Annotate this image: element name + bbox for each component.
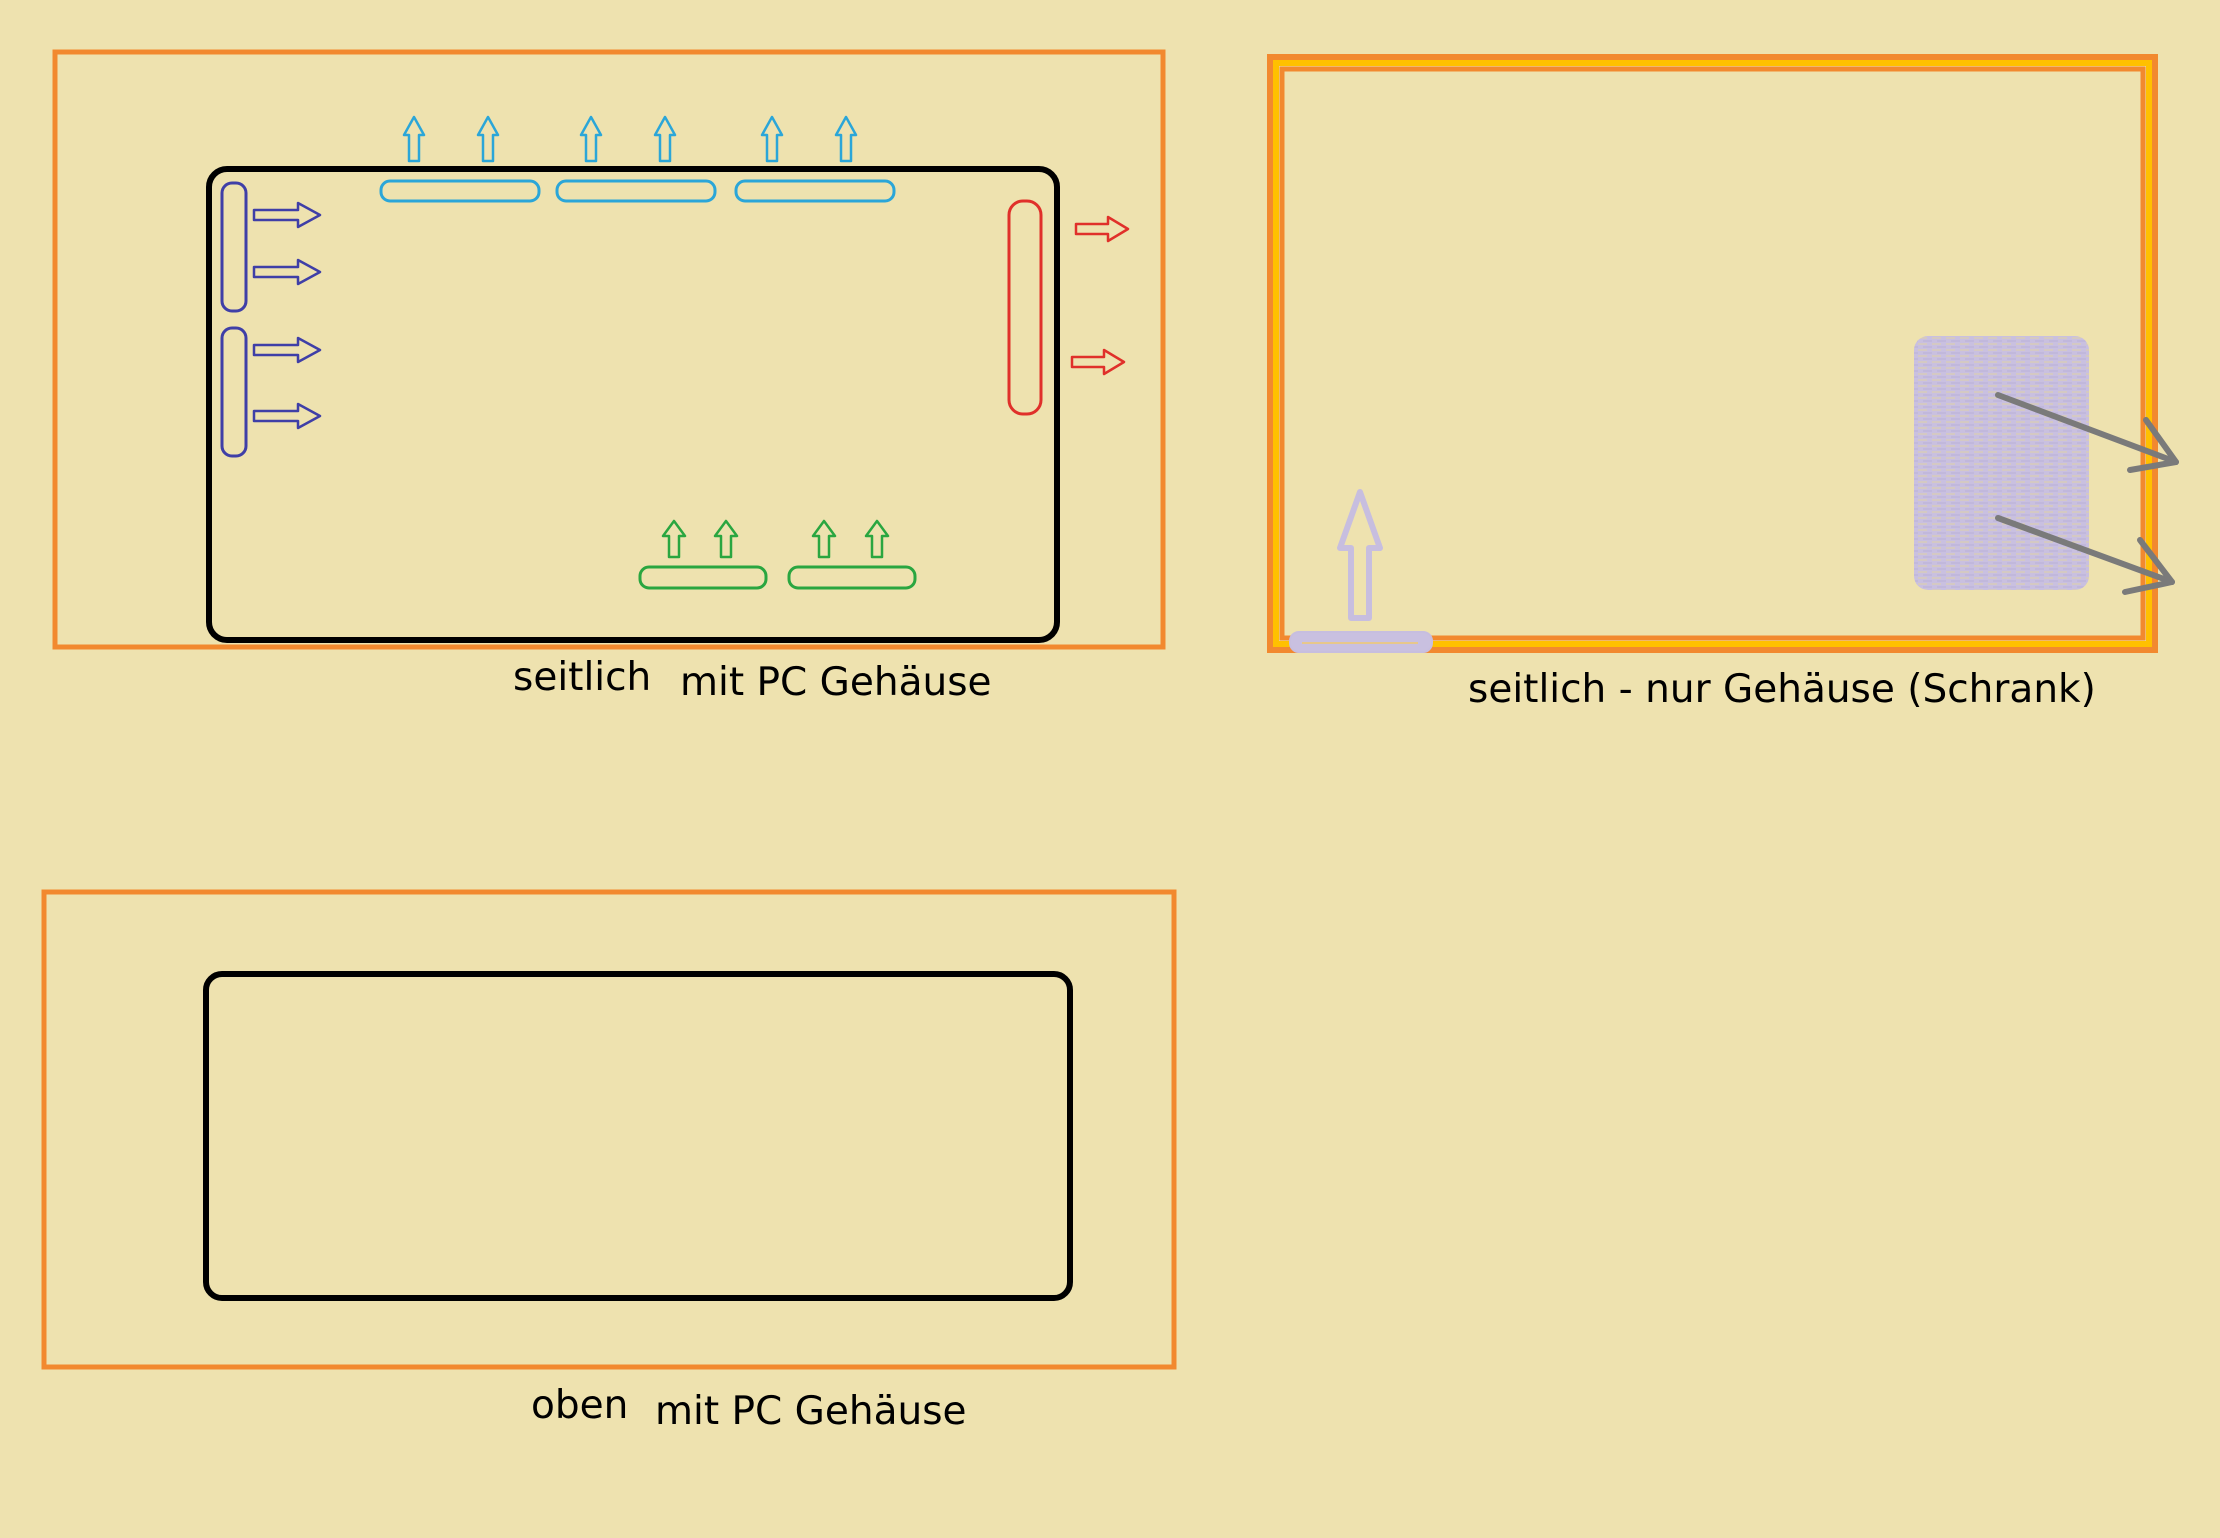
front-intake-fan [220,326,248,458]
side-view-panel [52,49,1166,650]
arrow-up-icon [402,115,426,163]
arrow-right-icon [252,336,322,364]
cabinet-only-panel [1267,54,2179,653]
arrow-up-icon [864,519,890,559]
arrow-right-icon [252,258,322,286]
arrow-up-icon [661,519,687,559]
top-exhaust-fan [734,179,896,203]
fan-icon [1914,336,2089,590]
arrow-up-icon [760,115,784,163]
arrow-up-icon [476,115,500,163]
cabinet-exhaust-arrow [1995,392,2179,473]
top-view-panel [41,889,1177,1370]
arrow-up-icon [713,519,739,559]
side-view-caption-left: seitlich [513,655,652,700]
arrow-up-icon [811,519,837,559]
arrow-right-icon [1074,215,1130,243]
cabinet-outline-middle [1273,60,2152,647]
arrow-up-icon [834,115,858,163]
bottom-intake-fan [638,565,768,590]
arrow-up-icon [1337,489,1383,621]
top-view-caption-left: oben [531,1383,629,1428]
arrow-right-icon [252,402,322,430]
arrow-up-icon [653,115,677,163]
pc-case-outline [203,971,1073,1301]
cabinet-outline [52,49,1166,650]
side-view-caption-right: mit PC Gehäuse [680,660,992,705]
top-exhaust-fan [555,179,717,203]
top-exhaust-fan [379,179,541,203]
top-view-caption-right: mit PC Gehäuse [655,1389,967,1434]
pc-case-outline [206,166,1060,643]
front-intake-fan [220,181,248,313]
cabinet-outline-inner [1279,66,2146,641]
arrow-up-icon [579,115,603,163]
bottom-intake-fan [787,565,917,590]
cabinet-exhaust-arrow [1995,515,2175,595]
cabinet-outline-outer [1267,54,2158,653]
arrow-right-icon [1070,348,1126,376]
arrow-right-icon [252,201,322,229]
cabinet-only-caption: seitlich - nur Gehäuse (Schrank) [1468,667,2096,712]
cabinet-outline [41,889,1177,1370]
rear-exhaust-fan [1007,199,1043,416]
